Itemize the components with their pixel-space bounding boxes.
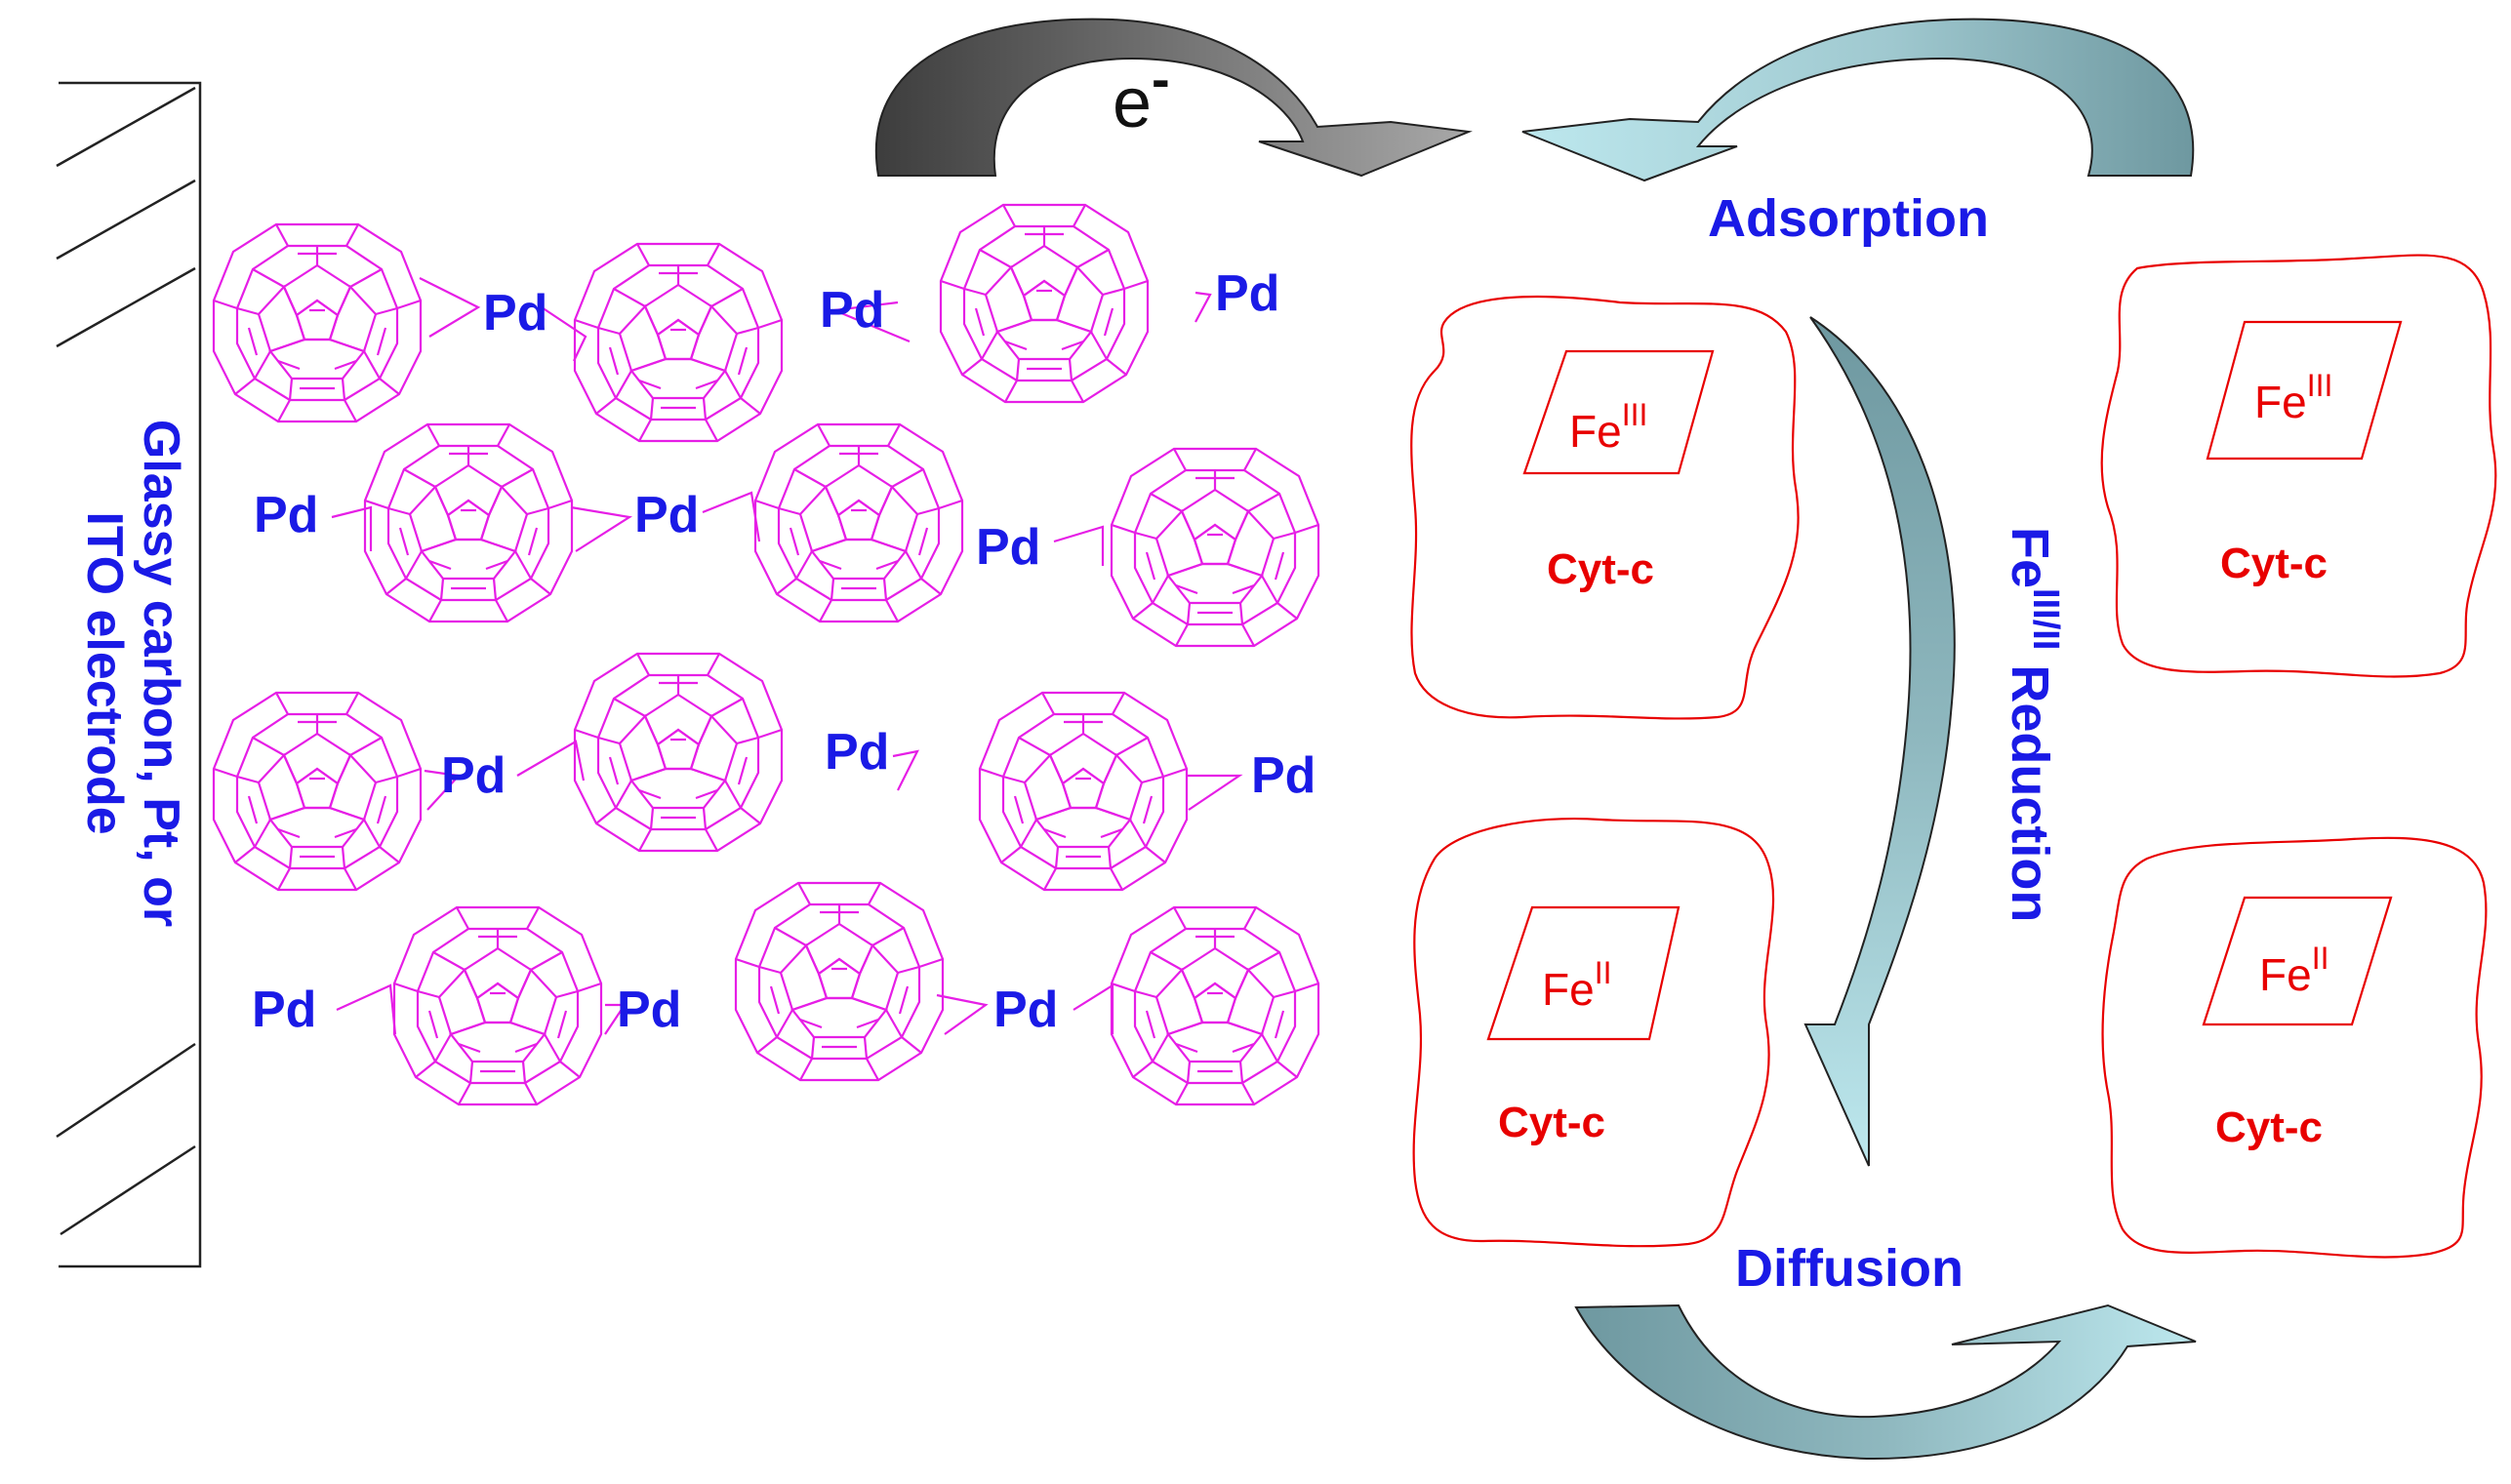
electrode-label-line1: Glassy carbon, Pt, or — [133, 420, 189, 927]
pd-label: Pd — [617, 982, 681, 1038]
fullerene — [1110, 447, 1320, 648]
fullerene-film: Pd Pd Pd Pd Pd Pd Pd Pd Pd Pd Pd Pd — [212, 203, 1320, 1106]
pd-label: Pd — [1215, 265, 1279, 322]
cytochrome-c-2: FeIII Cyt-c — [2100, 254, 2497, 678]
iron-label: FeIII — [1569, 397, 1647, 457]
electrode-outline — [59, 81, 202, 1268]
pd-label: Pd — [976, 519, 1040, 576]
protein-name: Cyt-c — [1498, 1099, 1605, 1146]
reduction-label: FeIII/II Reduction — [2001, 527, 2066, 922]
iron-label: FeII — [1542, 955, 1611, 1015]
pd-label: Pd — [993, 982, 1058, 1038]
fullerene — [1110, 905, 1320, 1106]
electrode-hatch — [56, 266, 196, 348]
fullerene — [978, 691, 1189, 892]
fullerene — [392, 905, 603, 1106]
fullerene — [212, 222, 423, 423]
pd-bonds — [331, 277, 1243, 1035]
pd-label: Pd — [441, 747, 506, 804]
electrode-hatch — [60, 1144, 196, 1236]
electron-transfer-arrow — [875, 18, 1473, 178]
cytochrome-c-3: FeII Cyt-c — [1412, 817, 1775, 1248]
fullerene — [939, 203, 1150, 404]
cytochrome-c-1: FeIII Cyt-c — [1410, 295, 1800, 720]
pd-label: Pd — [634, 487, 699, 543]
iron-label: FeII — [2259, 941, 2329, 1000]
pd-label: Pd — [825, 724, 889, 781]
protein-outline — [1412, 817, 1775, 1248]
adsorption-arrow — [1521, 18, 2195, 182]
protein-outline — [2101, 836, 2488, 1259]
iron-label: FeIII — [2254, 368, 2332, 427]
protein-name: Cyt-c — [1547, 545, 1654, 593]
electrode-hatch — [56, 179, 196, 261]
adsorption-label: Adsorption — [1708, 189, 1989, 248]
electrode-hatch — [56, 86, 196, 168]
protein-name: Cyt-c — [2215, 1103, 2323, 1151]
electrode-hatch — [56, 1042, 196, 1139]
fullerene — [573, 652, 784, 853]
protein-name: Cyt-c — [2220, 540, 2328, 587]
heme-plane — [2206, 320, 2403, 461]
cytochrome-c-4: FeII Cyt-c — [2101, 836, 2488, 1259]
protein-outline — [2100, 254, 2497, 678]
pd-label: Pd — [254, 487, 318, 543]
electrode — [56, 81, 202, 1268]
reduction-arrow — [1803, 316, 1956, 1167]
pd-label: Pd — [252, 982, 316, 1038]
fullerene — [753, 422, 964, 623]
protein-outline — [1410, 295, 1800, 720]
heme-plane — [2202, 896, 2393, 1026]
electrode-label-line2: ITO electrode — [76, 511, 133, 834]
pd-label: Pd — [820, 282, 884, 339]
fullerene — [363, 422, 574, 623]
diffusion-label: Diffusion — [1735, 1239, 1964, 1298]
fullerene — [573, 242, 784, 443]
fullerene — [212, 691, 423, 892]
heme-plane — [1486, 905, 1681, 1041]
pd-label: Pd — [1251, 747, 1316, 804]
heme-plane — [1522, 349, 1715, 475]
electron-label: e- — [1113, 48, 1170, 142]
diffusion-arrow — [1574, 1304, 2197, 1461]
pd-label: Pd — [483, 285, 547, 341]
fullerene — [734, 881, 945, 1082]
